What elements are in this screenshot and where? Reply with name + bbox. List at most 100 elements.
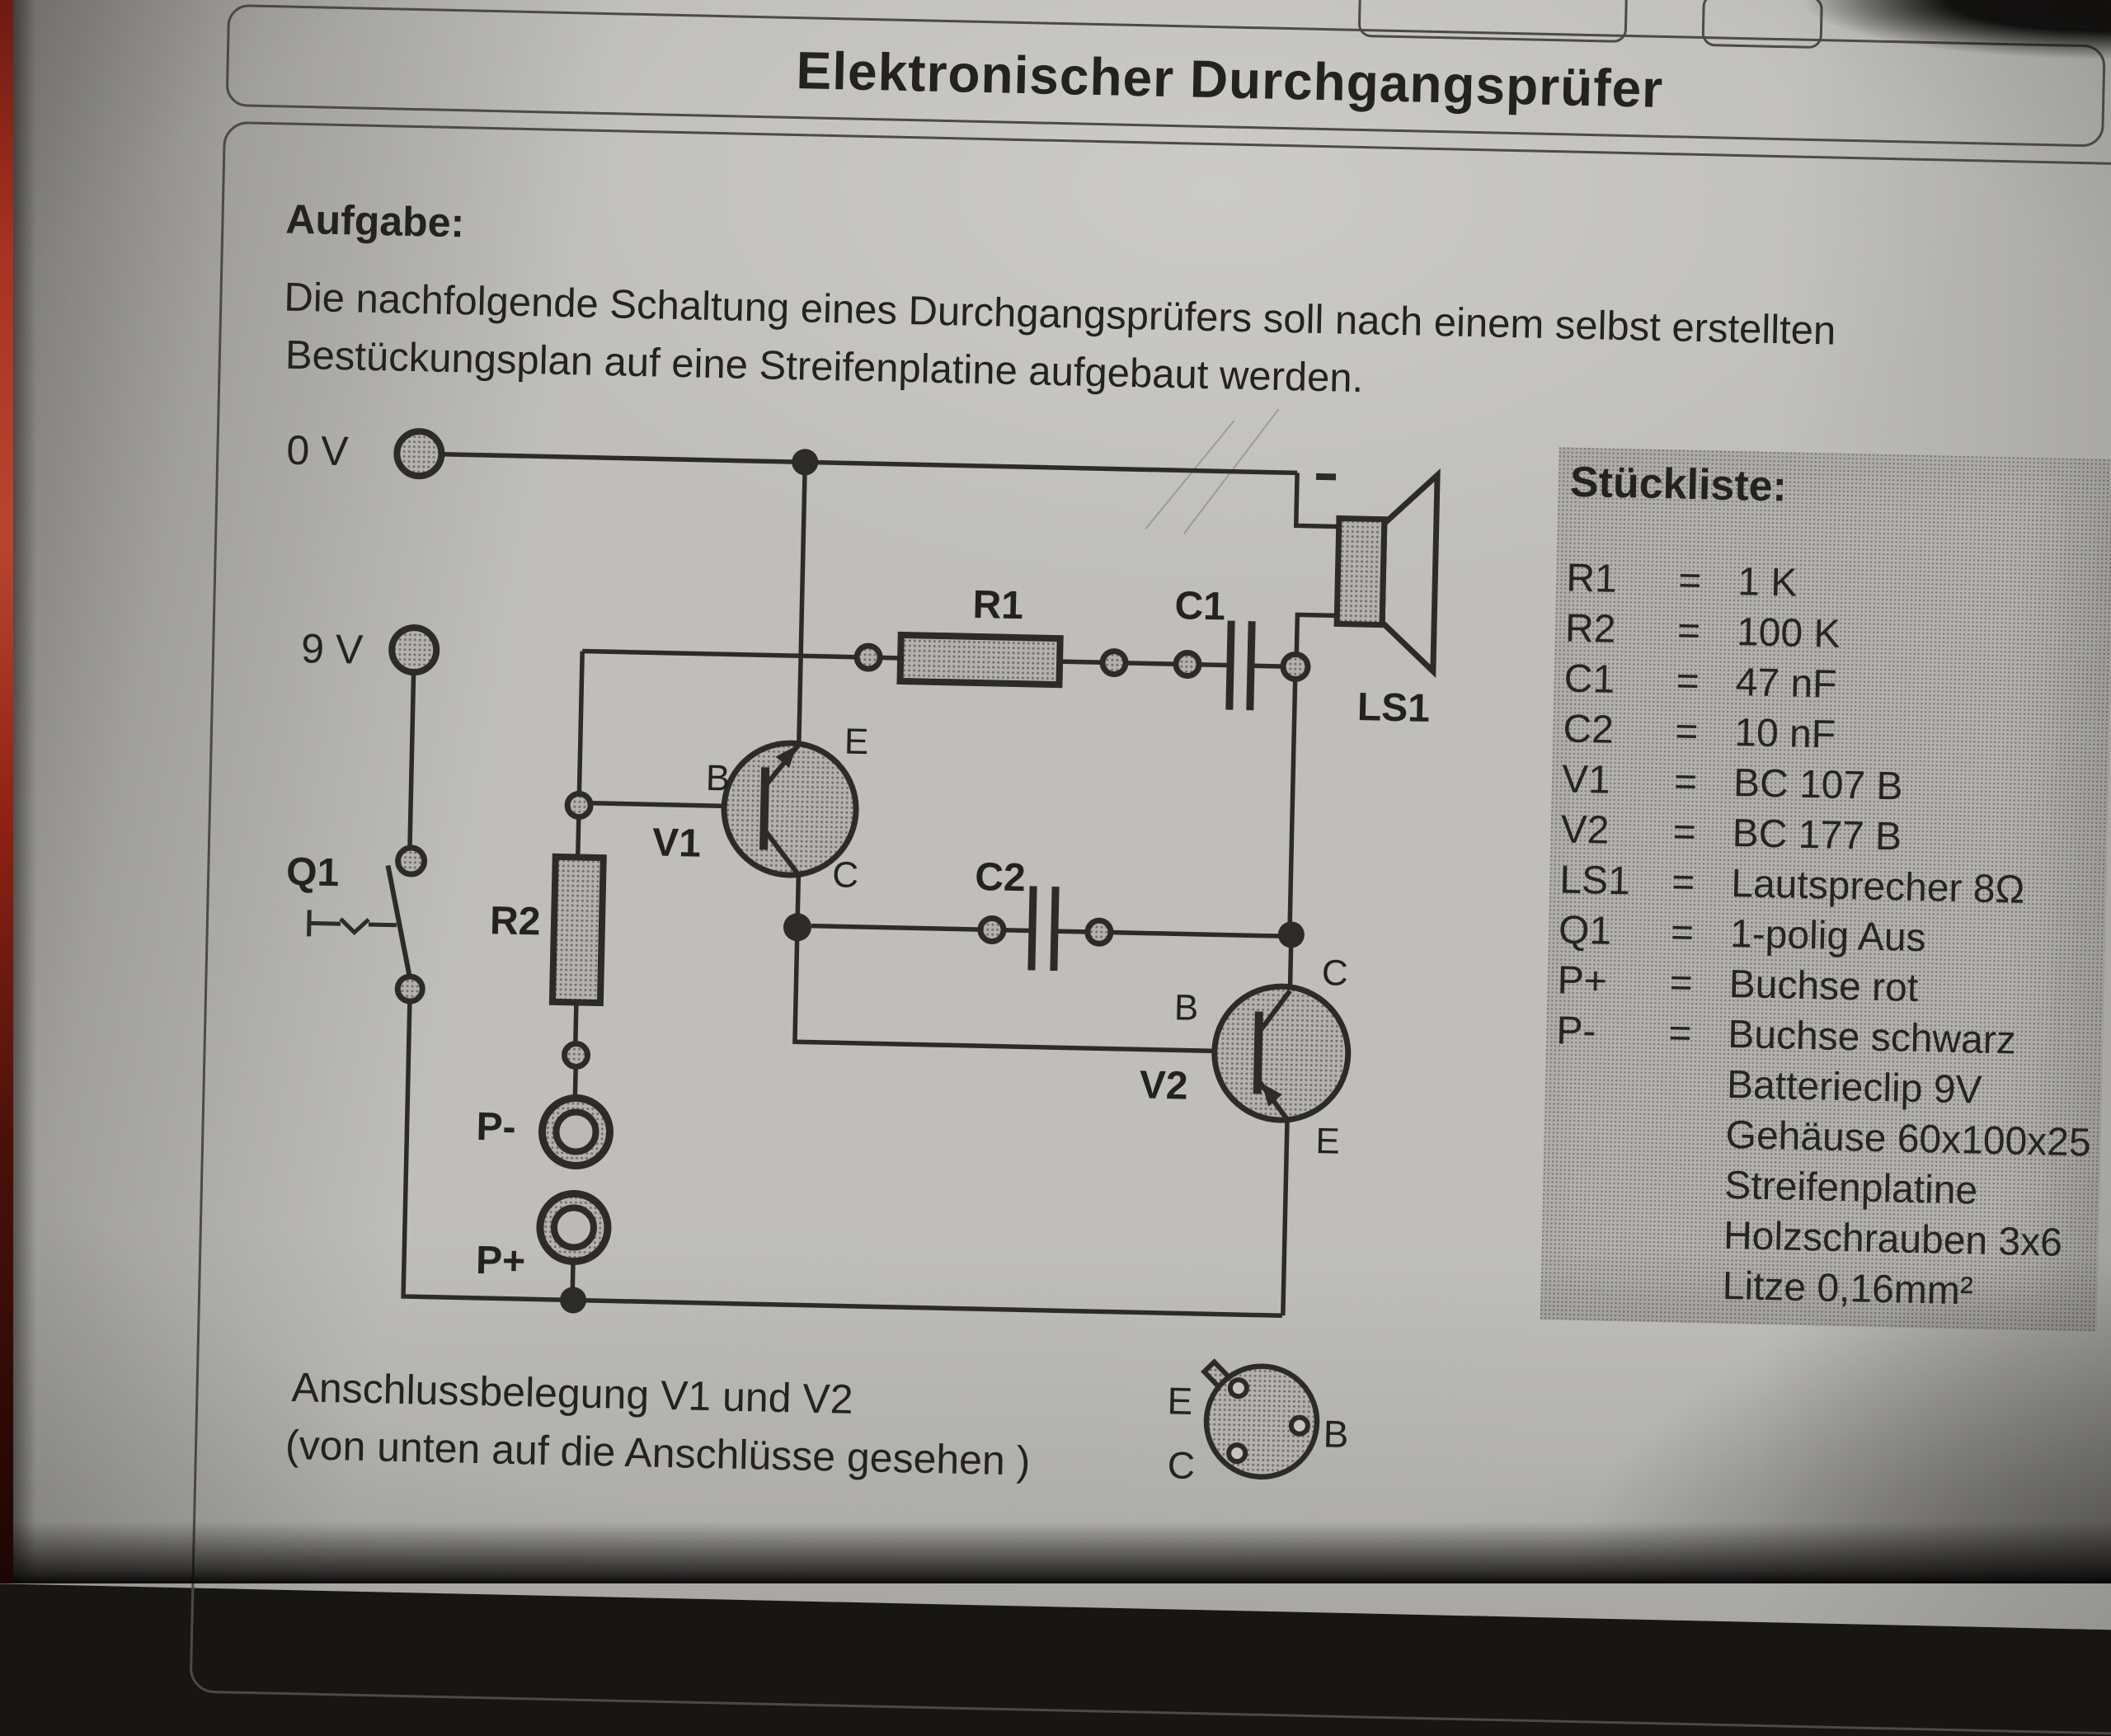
- label-c2: C2: [975, 855, 1027, 900]
- label-v1-c: C: [832, 854, 859, 896]
- label-9v: 9 V: [301, 625, 364, 673]
- switch-actuator-symbol: [307, 910, 397, 937]
- equals-sign: [1667, 1096, 1727, 1098]
- transistor-v2-base-bar: [1253, 1011, 1263, 1094]
- parts-row: V2 = BC 177 B: [1560, 807, 2105, 863]
- part-ref: P-: [1555, 1009, 1597, 1054]
- pinout-pin-c: [1226, 1442, 1248, 1465]
- parts-row: Holzschrauben 3x6: [1552, 1209, 2097, 1266]
- resistor-r1: [896, 631, 1064, 689]
- wires: [307, 451, 1340, 1318]
- part-ref: [1553, 1194, 1665, 1197]
- part-ref: LS1: [1559, 858, 1631, 904]
- label-0v: 0 V: [286, 427, 350, 475]
- label-v1-b: B: [705, 758, 730, 799]
- equals-sign: =: [1669, 961, 1694, 1005]
- part-value: 47 nF: [1735, 661, 1838, 707]
- part-ref: R1: [1565, 556, 1618, 601]
- speaker-body: [1333, 515, 1388, 628]
- switch-contact-top: [395, 844, 428, 877]
- resistor-r2: [548, 853, 607, 1007]
- solder-pad: [1099, 648, 1129, 678]
- wire-v2-emitter-to-rail: [1281, 1117, 1290, 1316]
- wire-0v-rail: [441, 451, 1298, 476]
- label-q1: Q1: [286, 850, 340, 895]
- part-value: Buchse schwarz: [1727, 1012, 2017, 1063]
- solder-pad: [564, 790, 594, 820]
- label-pinout-c: C: [1167, 1443, 1195, 1487]
- parts-row: R2=100 K: [1564, 606, 2109, 663]
- parts-row: P- = Buchse schwarz: [1556, 1008, 2101, 1065]
- equals-sign: =: [1677, 558, 1702, 604]
- jack-p-minus-inner: [552, 1108, 599, 1155]
- capacitor-c1: [1225, 620, 1256, 711]
- schematic-labels: 0 V 9 V Q1 R2 P- P+ V1 B E C R1 C1 C2 B …: [286, 427, 1431, 1487]
- parts-row: C1 = 47 nF: [1563, 656, 2109, 713]
- label-p-plus: P+: [475, 1239, 525, 1283]
- equals-sign: =: [1670, 910, 1695, 956]
- label-v2-c: C: [1321, 953, 1348, 994]
- parts-row: LS1=Lautsprecher 8Ω: [1559, 857, 2104, 914]
- equals-sign: =: [1667, 1011, 1693, 1056]
- part-value: 1 K: [1737, 560, 1798, 605]
- speaker-minus-sign: [1315, 473, 1337, 481]
- equals-sign: =: [1674, 709, 1699, 755]
- wire-v1-collector: [795, 873, 802, 916]
- part-value: 1-polig Aus: [1729, 911, 1927, 961]
- part-value: Gehäuse 60x100x25: [1725, 1113, 2092, 1165]
- equals-sign: =: [1673, 760, 1698, 805]
- part-ref: [1554, 1144, 1666, 1146]
- equals-sign: [1664, 1247, 1723, 1249]
- equals-sign: =: [1676, 609, 1701, 654]
- parts-row: Q1 = 1-polig Aus: [1558, 907, 2103, 964]
- label-v2-b: B: [1173, 987, 1198, 1028]
- parts-row: V1=BC 107 B: [1561, 756, 2106, 813]
- wire-speaker-top-lead: [1293, 473, 1338, 529]
- part-ref: [1552, 1244, 1664, 1247]
- pinout-pin-b: [1288, 1414, 1310, 1437]
- junction-dot: [783, 913, 811, 942]
- pinout-pin-e: [1227, 1377, 1249, 1400]
- part-value: 10 nF: [1733, 711, 1836, 757]
- label-ls1: LS1: [1356, 685, 1430, 731]
- solder-pad: [1280, 651, 1311, 682]
- parts-row: Batterieclip 9V: [1555, 1058, 2100, 1115]
- part-ref: V1: [1561, 757, 1611, 802]
- solder-pad: [977, 915, 1007, 944]
- terminal-9v: [388, 624, 440, 676]
- part-value: Holzschrauben 3x6: [1723, 1213, 2063, 1265]
- terminal-0v: [393, 428, 445, 480]
- part-ref: V2: [1560, 807, 1610, 853]
- part-value: BC 177 B: [1732, 812, 1902, 859]
- equals-sign: =: [1672, 810, 1697, 855]
- capacitor-c2: [1027, 886, 1060, 972]
- equals-sign: [1666, 1146, 1725, 1148]
- part-value: Batterieclip 9V: [1726, 1062, 1983, 1113]
- part-value: Streifenplatine: [1723, 1163, 1978, 1213]
- parts-row: R1 = 1 K: [1566, 556, 2111, 613]
- part-ref: C1: [1563, 656, 1615, 702]
- part-ref: [1550, 1295, 1662, 1297]
- speaker-cone: [1379, 468, 1441, 679]
- junction-dot: [1277, 921, 1305, 948]
- jack-p-plus-inner: [550, 1204, 597, 1251]
- parts-list-heading: Stückliste:: [1569, 458, 1788, 511]
- part-ref: P+: [1557, 958, 1608, 1004]
- part-ref: Q1: [1558, 908, 1612, 953]
- label-c1: C1: [1174, 584, 1226, 628]
- parts-list-panel: Stückliste: R1=1 K R2=100 K C1=47 nF C2=…: [1540, 447, 2111, 1332]
- label-pinout-e: E: [1167, 1379, 1193, 1423]
- label-v2: V2: [1139, 1063, 1188, 1108]
- solder-pad: [853, 642, 883, 672]
- label-pinout-b: B: [1323, 1412, 1349, 1456]
- equals-sign: =: [1671, 860, 1695, 906]
- part-ref: [1555, 1094, 1667, 1096]
- wire-c2-row: [811, 923, 1280, 939]
- switch-contact-bottom: [394, 973, 425, 1004]
- equals-sign: =: [1676, 659, 1700, 704]
- parts-row: Streifenplatine: [1553, 1159, 2098, 1216]
- label-v2-e: E: [1315, 1121, 1340, 1162]
- parts-row: Gehäuse 60x100x25: [1554, 1108, 2099, 1165]
- junction-dot: [792, 449, 819, 476]
